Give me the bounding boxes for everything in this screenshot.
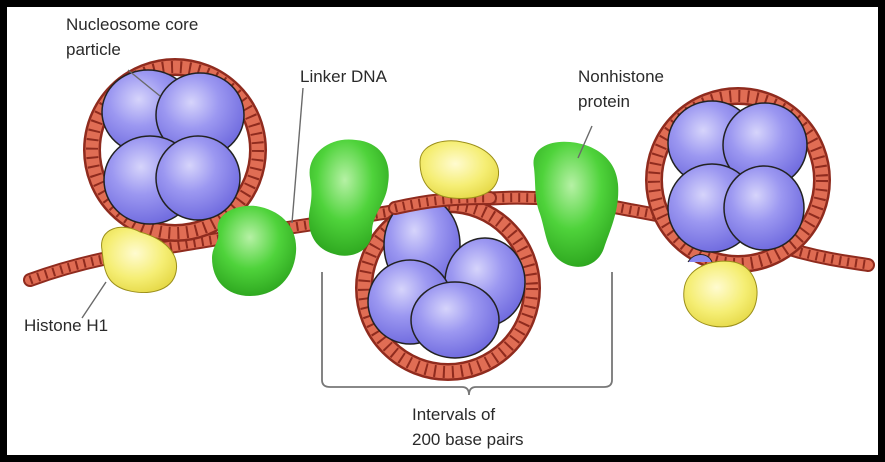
nonhistone-protein-1 <box>212 206 296 296</box>
label-nonhistone-line1: Nonhistone <box>578 67 664 86</box>
label-histone-h1: Histone H1 <box>24 316 108 335</box>
nucleosome-left <box>92 67 258 233</box>
label-nonhistone-line2: protein <box>578 92 630 111</box>
nucleosome-middle <box>364 197 532 372</box>
nonhistone-protein-3 <box>533 142 618 267</box>
label-intervals-line2: 200 base pairs <box>412 430 524 449</box>
histone-h1-middle <box>420 141 499 199</box>
histone-octamer-right <box>668 101 807 252</box>
histone-octamer-left <box>102 70 244 224</box>
label-nucleosome-line2: particle <box>66 40 121 59</box>
linker-dna-leader-line <box>292 88 303 223</box>
label-linker-dna: Linker DNA <box>300 67 388 86</box>
nucleosome-right <box>654 96 822 264</box>
label-intervals-line1: Intervals of <box>412 405 495 424</box>
histone-h1-leader-line <box>82 282 106 318</box>
label-nucleosome-line1: Nucleosome core <box>66 15 198 34</box>
